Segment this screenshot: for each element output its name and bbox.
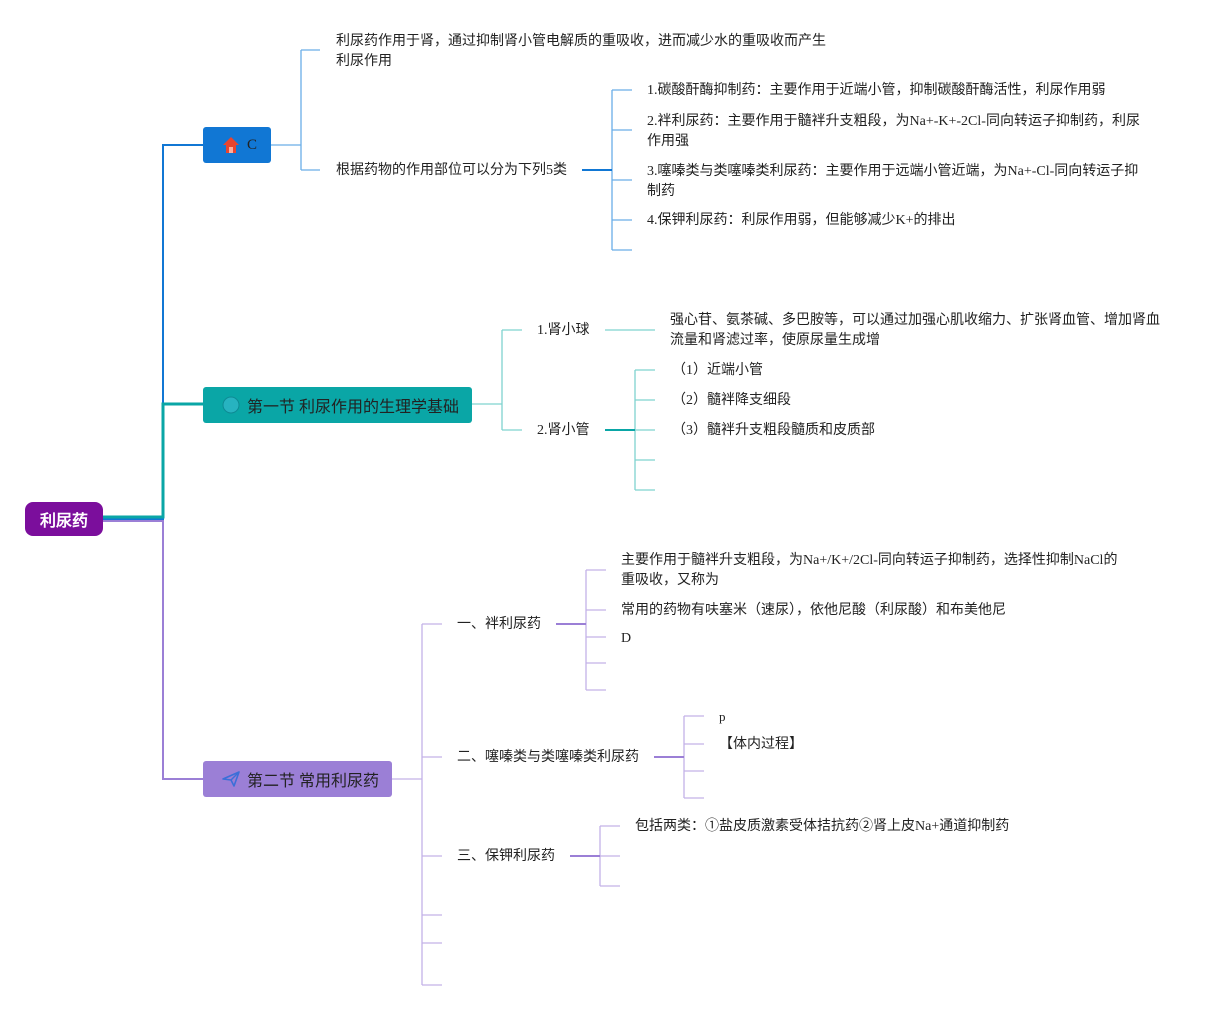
globe-icon xyxy=(221,395,241,415)
branch-c-intro: 利尿药作用于肾，通过抑制肾小管电解质的重吸收，进而减少水的重吸收而产生利尿作用 xyxy=(336,34,826,69)
section2-node[interactable]: 第二节 常用利尿药 xyxy=(203,761,392,797)
loop-item-3: D xyxy=(621,631,632,646)
class-item-4: 4.保钾利尿药：利尿作用弱，但能够减少K+的排出 xyxy=(647,213,956,228)
thiazide-label: 二、噻嗪类与类噻嗪类利尿药 xyxy=(457,750,639,765)
class-item-3: 3.噻嗪类与类噻嗪类利尿药：主要作用于远端小管近端，为Na+-Cl-同向转运子抑… xyxy=(647,164,1139,199)
home-fire-icon xyxy=(221,135,241,155)
section1-label: 第一节 利尿作用的生理学基础 xyxy=(247,399,460,416)
branch-c-label: C xyxy=(247,136,258,153)
tubule-label: 2.肾小管 xyxy=(537,423,590,438)
section2-label: 第二节 常用利尿药 xyxy=(247,773,380,790)
glomerulus-text: 强心苷、氨茶碱、多巴胺等，可以通过加强心肌收缩力、扩张肾血管、增加肾血流量和肾滤… xyxy=(670,313,1160,348)
tubule-item-1: （1）近端小管 xyxy=(672,363,763,378)
glomerulus-label: 1.肾小球 xyxy=(537,323,590,338)
k-sparing-label: 三、保钾利尿药 xyxy=(457,849,555,864)
paper-plane-icon xyxy=(221,769,241,789)
section1-node[interactable]: 第一节 利尿作用的生理学基础 xyxy=(203,387,472,423)
branch-c-node[interactable]: C xyxy=(203,127,271,163)
root-label: 利尿药 xyxy=(39,511,88,530)
tubule-item-2: （2）髓袢降支细段 xyxy=(672,393,791,408)
k-sparing-item-1: 包括两类：①盐皮质激素受体拮抗药②肾上皮Na+通道抑制药 xyxy=(635,819,1010,834)
loop-diuretic-label: 一、袢利尿药 xyxy=(457,617,541,632)
tubule-item-3: （3）髓袢升支粗段髓质和皮质部 xyxy=(672,423,875,438)
thiazide-item-1: p xyxy=(719,709,726,724)
class-item-1: 1.碳酸酐酶抑制药：主要作用于近端小管，抑制碳酸酐酶活性，利尿作用弱 xyxy=(647,83,1106,98)
root-node[interactable]: 利尿药 xyxy=(25,502,103,536)
loop-item-2: 常用的药物有呋塞米（速尿），依他尼酸（利尿酸）和布美他尼 xyxy=(621,603,1006,618)
thiazide-item-2: 【体内过程】 xyxy=(719,737,803,752)
loop-item-1: 主要作用于髓袢升支粗段，为Na+/K+/2Cl-同向转运子抑制药，选择性抑制Na… xyxy=(621,553,1118,588)
class-item-2: 2.袢利尿药：主要作用于髓袢升支粗段，为Na+-K+-2Cl-同向转运子抑制药，… xyxy=(647,114,1140,149)
branch-c-classes-label: 根据药物的作用部位可以分为下列5类 xyxy=(336,163,567,178)
